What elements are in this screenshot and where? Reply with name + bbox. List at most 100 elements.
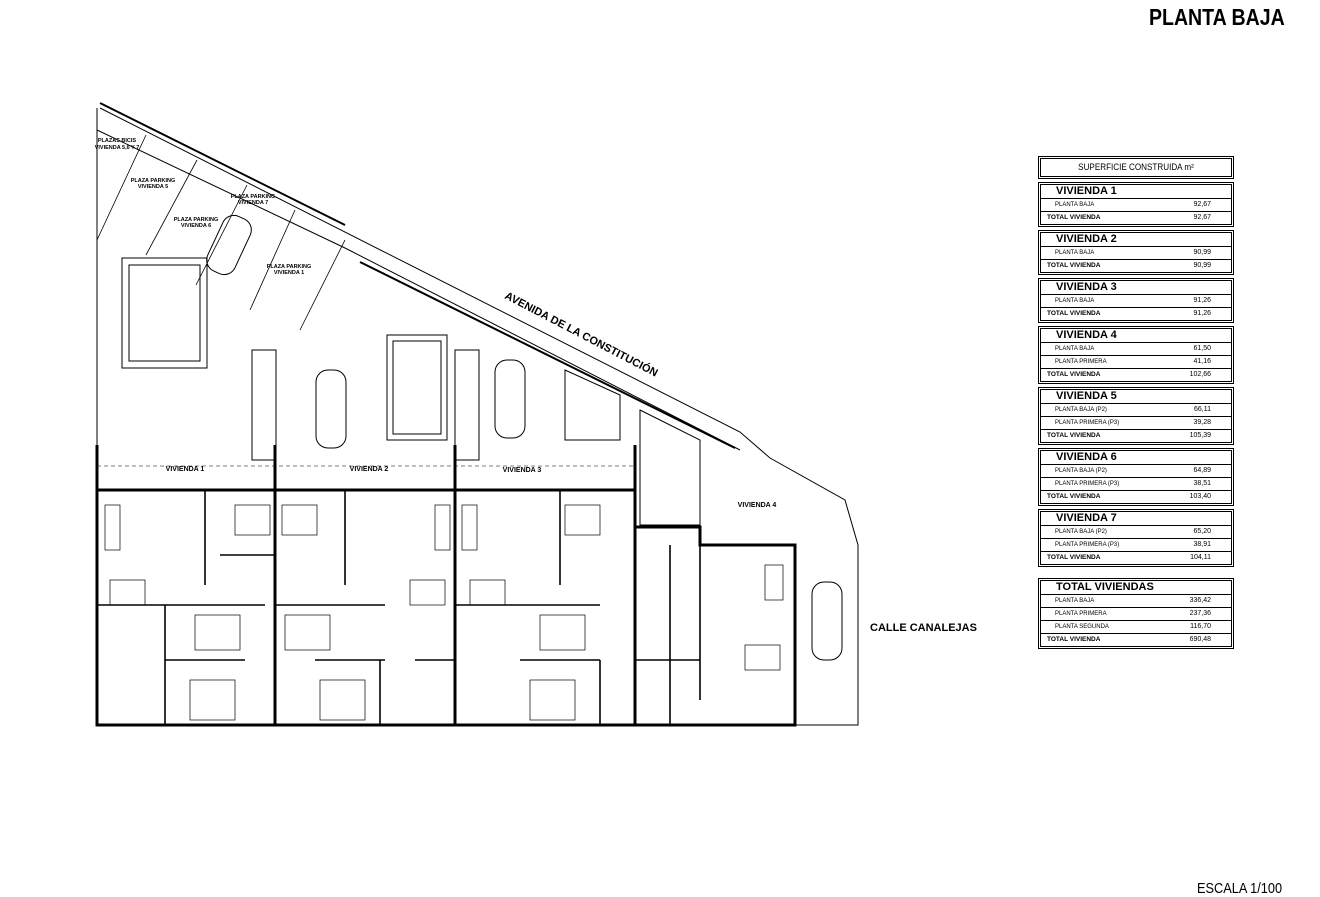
table-row: PLANTA BAJA 336,42 — [1041, 595, 1231, 608]
row-label: PLANTA PRIMERA (P3) — [1055, 481, 1120, 487]
table-row: PLANTA PRIMERA 237,36 — [1041, 608, 1231, 621]
car-icons — [206, 214, 843, 661]
row-label: PLANTA BAJA (P2) — [1055, 529, 1107, 535]
row-value: 336,42 — [1189, 597, 1211, 604]
total-label: TOTAL VIVIENDA — [1047, 554, 1101, 561]
total-value: 103,40 — [1189, 493, 1211, 500]
furniture — [104, 504, 784, 721]
total-label: TOTAL VIVIENDA — [1047, 432, 1101, 439]
total-label: TOTAL VIVIENDA — [1047, 636, 1101, 643]
total-value: 102,66 — [1189, 371, 1211, 378]
row-label: PLANTA PRIMERA — [1055, 359, 1107, 365]
row-label: PLANTA BAJA — [1055, 202, 1095, 208]
row-label: PLANTA SEGUNDA — [1055, 624, 1109, 630]
table-row: PLANTA BAJA (P2) 66,11 — [1041, 404, 1231, 417]
unit-label: VIVIENDA 3 — [503, 467, 542, 474]
group-title: VIVIENDA 4 — [1041, 329, 1231, 343]
unit-label: VIVIENDA 1 — [166, 466, 205, 473]
table-row: PLANTA PRIMERA (P3) 39,28 — [1041, 417, 1231, 430]
row-value: 116,70 — [1190, 623, 1211, 630]
drawing-title: PLANTA BAJA — [1149, 4, 1285, 30]
total-value: 91,26 — [1193, 310, 1211, 317]
row-value: 66,11 — [1194, 406, 1211, 413]
site-outline — [96, 102, 859, 726]
row-label: PLANTA BAJA — [1055, 298, 1095, 304]
scale-label: ESCALA 1/100 — [1196, 880, 1282, 897]
row-label: PLANTA PRIMERA (P3) — [1055, 420, 1120, 426]
street-label-calle: CALLE CANALEJAS — [870, 622, 977, 634]
row-value: 91,26 — [1193, 297, 1211, 304]
total-label: TOTAL VIVIENDA — [1047, 214, 1101, 221]
table-row: PLANTA PRIMERA 41,16 — [1041, 356, 1231, 369]
total-row: TOTAL VIVIENDA 105,39 — [1041, 430, 1231, 442]
row-value: 41,16 — [1193, 358, 1211, 365]
total-value: 90,99 — [1193, 262, 1211, 269]
total-value: 104,11 — [1190, 554, 1211, 561]
total-label: TOTAL VIVIENDA — [1047, 493, 1101, 500]
table-row: PLANTA SEGUNDA 116,70 — [1041, 621, 1231, 634]
group-title: VIVIENDA 5 — [1041, 390, 1231, 404]
total-row: TOTAL VIVIENDA 90,99 — [1041, 260, 1231, 272]
group-title: VIVIENDA 6 — [1041, 451, 1231, 465]
group-title: VIVIENDA 1 — [1041, 185, 1231, 199]
group-title: VIVIENDA 7 — [1041, 512, 1231, 526]
row-value: 39,28 — [1193, 419, 1211, 426]
table-row: PLANTA BAJA 91,26 — [1041, 295, 1231, 308]
row-value: 65,20 — [1193, 528, 1211, 535]
table-row: PLANTA PRIMERA (P3) 38,51 — [1041, 478, 1231, 491]
patios — [121, 257, 701, 526]
total-value: 690,48 — [1189, 636, 1211, 643]
table-row: PLANTA BAJA (P2) 65,20 — [1041, 526, 1231, 539]
table-row: PLANTA PRIMERA (P3)38,91 — [1041, 539, 1231, 552]
row-value: 64,89 — [1193, 467, 1211, 474]
group-title: VIVIENDA 3 — [1041, 281, 1231, 295]
table-row: PLANTA BAJA 90,99 — [1041, 247, 1231, 260]
interior-walls — [97, 490, 701, 725]
row-value: 237,36 — [1189, 610, 1211, 617]
group-title: VIVIENDA 2 — [1041, 233, 1231, 247]
surface-table-header: SUPERFICIE CONSTRUIDA m² — [1038, 156, 1234, 179]
row-label: PLANTA BAJA (P2) — [1055, 407, 1107, 413]
total-label: TOTAL VIVIENDA — [1047, 310, 1101, 317]
unit-label: VIVIENDA 2 — [350, 466, 389, 473]
total-value: 92,67 — [1193, 214, 1211, 221]
total-value: 105,39 — [1189, 432, 1211, 439]
row-label: PLANTA BAJA — [1055, 598, 1095, 604]
total-row: TOTAL VIVIENDA 103,40 — [1041, 491, 1231, 503]
total-row: TOTAL VIVIENDA 104,11 — [1041, 552, 1231, 564]
row-value: 90,99 — [1193, 249, 1211, 256]
row-label: PLANTA PRIMERA (P3) — [1055, 542, 1120, 548]
row-value: 61,50 — [1193, 345, 1211, 352]
total-row: TOTAL VIVIENDA 91,26 — [1041, 308, 1231, 320]
row-label: PLANTA BAJA — [1055, 346, 1095, 352]
total-row: TOTAL VIVIENDA 92,67 — [1041, 212, 1231, 224]
group-title: TOTAL VIVIENDAS — [1041, 581, 1231, 595]
row-label: PLANTA BAJA (P2) — [1055, 468, 1107, 474]
row-label: PLANTA PRIMERA — [1055, 611, 1107, 617]
total-label: TOTAL VIVIENDA — [1047, 262, 1101, 269]
row-label: PLANTA BAJA — [1055, 250, 1095, 256]
total-label: TOTAL VIVIENDA — [1047, 371, 1101, 378]
table-title: SUPERFICIE CONSTRUIDA m² — [1078, 162, 1194, 172]
total-row: TOTAL VIVIENDA 690,48 — [1041, 634, 1231, 646]
building-walls — [95, 445, 797, 727]
total-row: TOTAL VIVIENDA 102,66 — [1041, 369, 1231, 381]
table-row: PLANTA BAJA (P2) 64,89 — [1041, 465, 1231, 478]
street-label-avenida: AVENIDA DE LA CONSTITUCIÓN — [503, 289, 660, 379]
row-value: 38,51 — [1193, 480, 1211, 487]
